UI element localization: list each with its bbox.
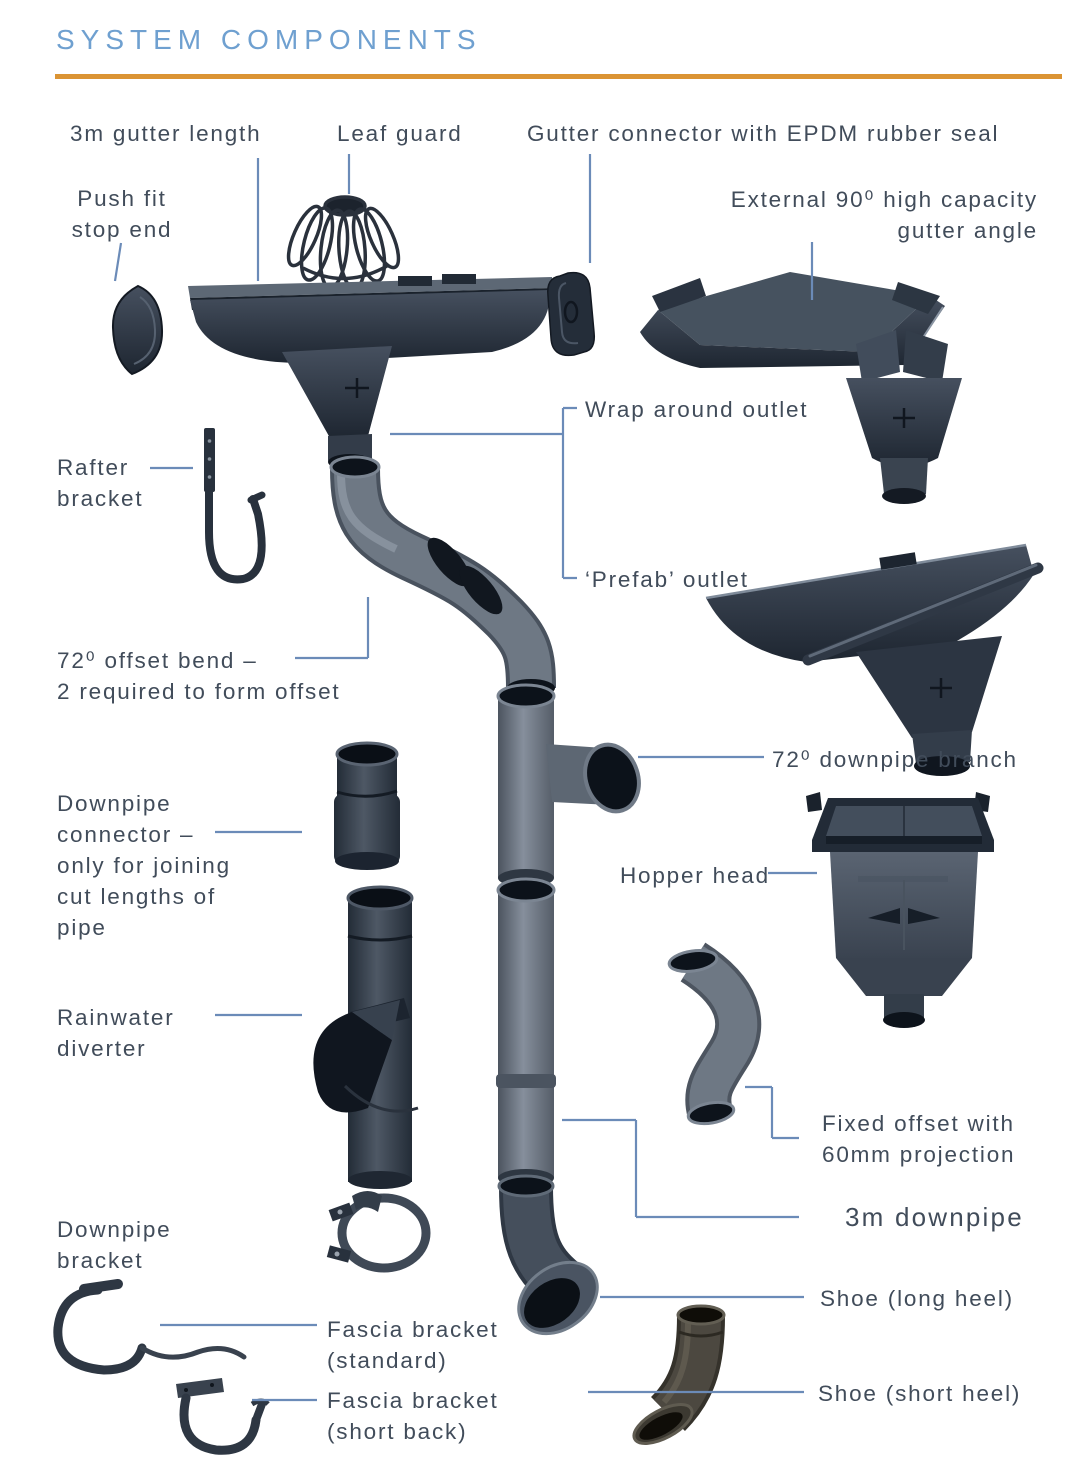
label-fixed-offset: Fixed offset with 60mm projection xyxy=(822,1111,1016,1167)
leaf-guard-illustration xyxy=(286,195,401,291)
gutter-connector-illustration xyxy=(547,271,596,357)
offset-bend-illustration xyxy=(329,455,556,697)
fixed-offset-illustration xyxy=(667,942,762,1126)
downpipe-connector-illustration xyxy=(334,741,400,870)
prefab-outlet-illustration xyxy=(705,543,1044,776)
label-fascia-short-back: Fascia bracket (short back) xyxy=(327,1388,499,1444)
shoe-short-heel-illustration xyxy=(632,1304,726,1445)
label-fascia-standard: Fascia bracket (standard) xyxy=(327,1317,499,1373)
leader-lines xyxy=(113,154,817,1402)
label-shoe-short-heel: Shoe (short heel) xyxy=(818,1381,1022,1406)
downpipe-bracket-illustration xyxy=(326,1191,431,1273)
label-hopper-head: Hopper head xyxy=(620,863,770,888)
label-3m-downpipe: 3m downpipe xyxy=(845,1202,1024,1232)
wrap-around-outlet-illustration xyxy=(846,330,962,504)
fascia-bracket-short-back-illustration xyxy=(176,1378,270,1455)
rafter-bracket-illustration xyxy=(204,428,266,584)
label-leaf-guard: Leaf guard xyxy=(337,121,463,146)
label-downpipe-branch: 72⁰ downpipe branch xyxy=(772,747,1018,772)
label-downpipe-connector: Downpipe connector – only for joining cu… xyxy=(57,791,231,940)
downpipe-branch-illustration xyxy=(496,683,641,887)
external-gutter-angle-illustration xyxy=(640,272,945,368)
label-3m-gutter-length: 3m gutter length xyxy=(70,121,262,146)
label-prefab-outlet: ‘Prefab’ outlet xyxy=(585,567,749,592)
gutter-length-illustration xyxy=(188,274,552,470)
label-wrap-around-outlet: Wrap around outlet xyxy=(585,397,809,422)
label-rafter-bracket: Rafter bracket xyxy=(57,455,144,511)
label-gutter-connector: Gutter connector with EPDM rubber seal xyxy=(527,121,1000,146)
label-downpipe-bracket: Downpipe bracket xyxy=(57,1217,172,1273)
shoe-long-heel-illustration xyxy=(497,1174,599,1336)
label-shoe-long-heel: Shoe (long heel) xyxy=(820,1286,1014,1311)
downpipe-3m-illustration xyxy=(496,877,556,1187)
orange-divider xyxy=(55,74,1062,79)
label-external-angle: External 90⁰ high capacity gutter angle xyxy=(730,187,1038,243)
hopper-head-illustration xyxy=(806,792,994,1028)
fascia-bracket-standard-illustration xyxy=(53,1279,247,1375)
page-title: SYSTEM COMPONENTS xyxy=(56,24,482,55)
rainwater-diverter-illustration xyxy=(313,885,419,1189)
label-rainwater-diverter: Rainwater diverter xyxy=(57,1005,175,1061)
push-fit-stop-end-illustration xyxy=(111,284,164,376)
label-push-fit-stop-end: Push fit stop end xyxy=(71,186,173,242)
label-offset-bend: 72⁰ offset bend – 2 required to form off… xyxy=(57,648,341,704)
